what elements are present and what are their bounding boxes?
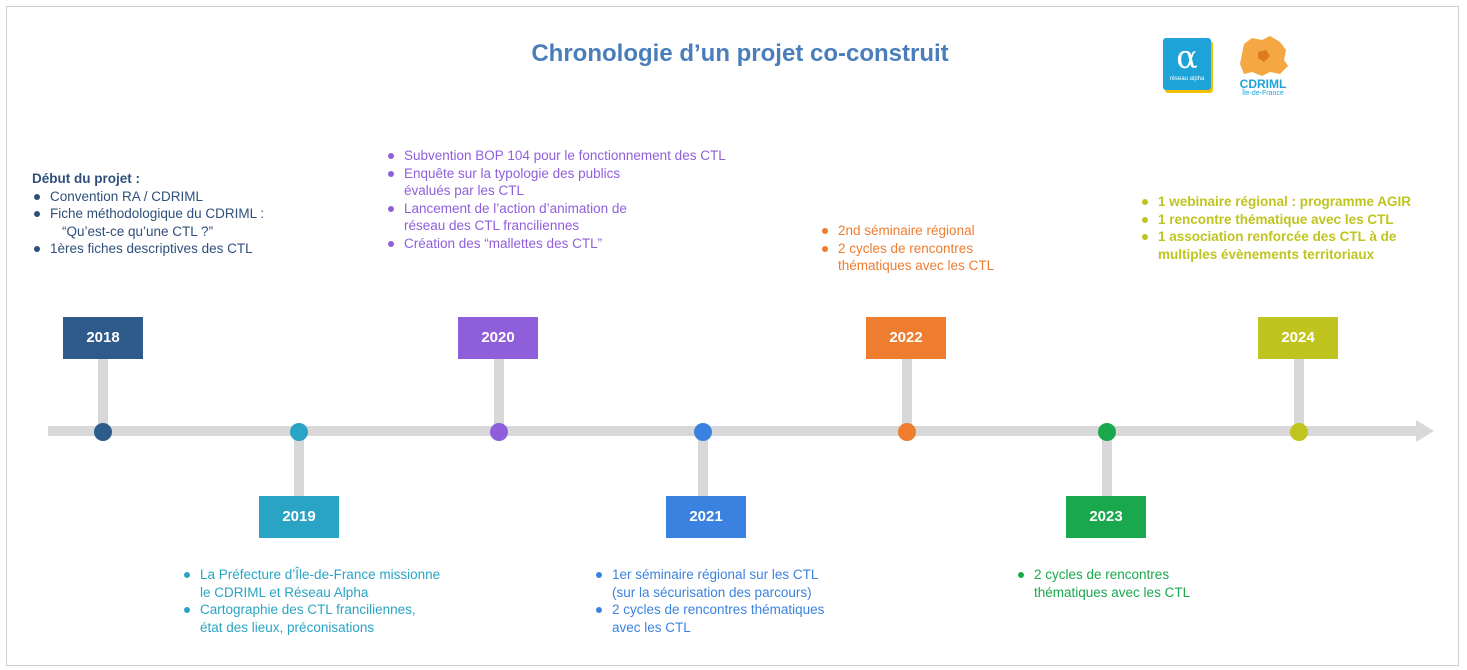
block-2018-heading: Début du projet : [32, 171, 140, 186]
list-item-text-cont: réseau des CTL franciliennes [404, 218, 580, 233]
list-item: Lancement de l’action d’animation de rése… [386, 200, 806, 235]
list-item: Convention RA / CDRIML [32, 188, 332, 206]
list-item-text-cont: “Qu’est-ce qu’une CTL ?” [62, 223, 214, 239]
list-item-text: Subvention BOP 104 pour le fonctionnemen… [404, 148, 726, 163]
year-box-2021: 2021 [666, 496, 746, 538]
dot-2019 [290, 423, 308, 441]
year-box-2019: 2019 [259, 496, 339, 538]
list-item: 1 association renforcée des CTL à de mult… [1140, 228, 1450, 263]
reseau-alpha-caption: réseau alpha [1169, 76, 1205, 82]
ile-de-france-map-icon [1240, 36, 1288, 76]
dot-2021 [694, 423, 712, 441]
list-item-text: 2 cycles de rencontres thématiques [612, 602, 825, 617]
cdriml-logo: CDRIML Île-de-France [1228, 34, 1298, 104]
list-item-text-cont: évalués par les CTL [404, 183, 525, 198]
dot-2018 [94, 423, 112, 441]
list-item-text-cont: avec les CTL [612, 619, 691, 635]
list-item-text: Lancement de l’action d’animation de [404, 200, 627, 216]
list-item-text: 1ères fiches descriptives des CTL [50, 241, 253, 256]
year-box-2024: 2024 [1258, 317, 1338, 359]
slide-frame [6, 6, 1459, 666]
block-2024: 1 webinaire régional : programme AGIR 1 … [1140, 193, 1450, 263]
list-item-text: 2nd séminaire régional [838, 223, 975, 238]
timeline-bar [48, 426, 1418, 436]
list-item: Cartographie des CTL franciliennes, état … [182, 601, 502, 636]
cdriml-name: CDRIML [1239, 77, 1287, 91]
block-2022: 2nd séminaire régional 2 cycles de renco… [820, 222, 1050, 275]
list-item-text-cont: multiples évènements territoriaux [1158, 246, 1375, 262]
list-item-text: Création des “mallettes des CTL” [404, 235, 603, 251]
list-item-text: Convention RA / CDRIML [50, 188, 204, 204]
list-item-text: 2 cycles de rencontres [838, 240, 974, 256]
list-item-text-cont: le CDRIML et Réseau Alpha [200, 584, 369, 600]
list-item-text: 1er séminaire régional sur les CTL [612, 567, 819, 582]
list-item: 1er séminaire régional sur les CTL (sur l… [594, 566, 894, 601]
block-2021: 1er séminaire régional sur les CTL (sur l… [594, 566, 894, 636]
list-item-text: 2 cycles de rencontres [1034, 567, 1170, 582]
list-item: 2 cycles de rencontres thématiques avec l… [594, 601, 894, 636]
block-2018: Début du projet : Convention RA / CDRIML… [32, 170, 332, 258]
list-item-text-cont: état des lieux, préconisations [200, 619, 375, 635]
year-box-2018: 2018 [63, 317, 143, 359]
list-item: 2nd séminaire régional [820, 222, 1050, 240]
list-item-text: 1 rencontre thématique avec les CTL [1158, 211, 1394, 227]
list-item: Enquête sur la typologie des publics éval… [386, 165, 806, 200]
dot-2022 [898, 423, 916, 441]
stem-2023 [1102, 432, 1112, 496]
list-item-text: Enquête sur la typologie des publics [404, 165, 621, 181]
list-item: 1 rencontre thématique avec les CTL [1140, 211, 1450, 229]
list-item: 1 webinaire régional : programme AGIR [1140, 193, 1450, 211]
stem-2020 [494, 358, 504, 430]
reseau-alpha-logo: α réseau alpha [1163, 38, 1211, 90]
list-item-text-cont: thématiques avec les CTL [1034, 584, 1191, 600]
list-item-text-cont: (sur la sécurisation des parcours) [612, 584, 812, 600]
list-item-text: La Préfecture d’Île-de-France missionne [200, 567, 441, 582]
stem-2024 [1294, 358, 1304, 430]
list-item-text: 1 webinaire régional : programme AGIR [1158, 194, 1412, 209]
list-item: Fiche méthodologique du CDRIML : “Qu’est… [32, 205, 332, 240]
list-item-text: Fiche méthodologique du CDRIML : [50, 206, 265, 221]
block-2023: 2 cycles de rencontres thématiques avec l… [1016, 566, 1246, 601]
list-item: 2 cycles de rencontres thématiques avec l… [1016, 566, 1246, 601]
list-item: 2 cycles de rencontres thématiques avec l… [820, 240, 1050, 275]
list-item: La Préfecture d’Île-de-France missionne l… [182, 566, 502, 601]
stem-2019 [294, 432, 304, 496]
year-box-2022: 2022 [866, 317, 946, 359]
stem-2018 [98, 358, 108, 430]
list-item: Subvention BOP 104 pour le fonctionnemen… [386, 147, 806, 165]
slide-title: Chronologie d’un projet co-construit [531, 40, 949, 67]
dot-2023 [1098, 423, 1116, 441]
alpha-symbol: α [1176, 38, 1198, 76]
list-item: Création des “mallettes des CTL” [386, 235, 806, 253]
list-item: 1ères fiches descriptives des CTL [32, 240, 332, 258]
block-2019: La Préfecture d’Île-de-France missionne l… [182, 566, 502, 636]
dot-2024 [1290, 423, 1308, 441]
cdriml-region: Île-de-France [1242, 90, 1284, 97]
list-item-text: Cartographie des CTL franciliennes, [200, 602, 416, 617]
stem-2022 [902, 358, 912, 430]
year-box-2023: 2023 [1066, 496, 1146, 538]
block-2020: Subvention BOP 104 pour le fonctionnemen… [386, 147, 806, 252]
list-item-text-cont: thématiques avec les CTL [838, 258, 995, 273]
dot-2020 [490, 423, 508, 441]
stem-2021 [698, 432, 708, 496]
list-item-text: 1 association renforcée des CTL à de [1158, 229, 1397, 244]
year-box-2020: 2020 [458, 317, 538, 359]
timeline-arrow-icon [1416, 420, 1434, 442]
